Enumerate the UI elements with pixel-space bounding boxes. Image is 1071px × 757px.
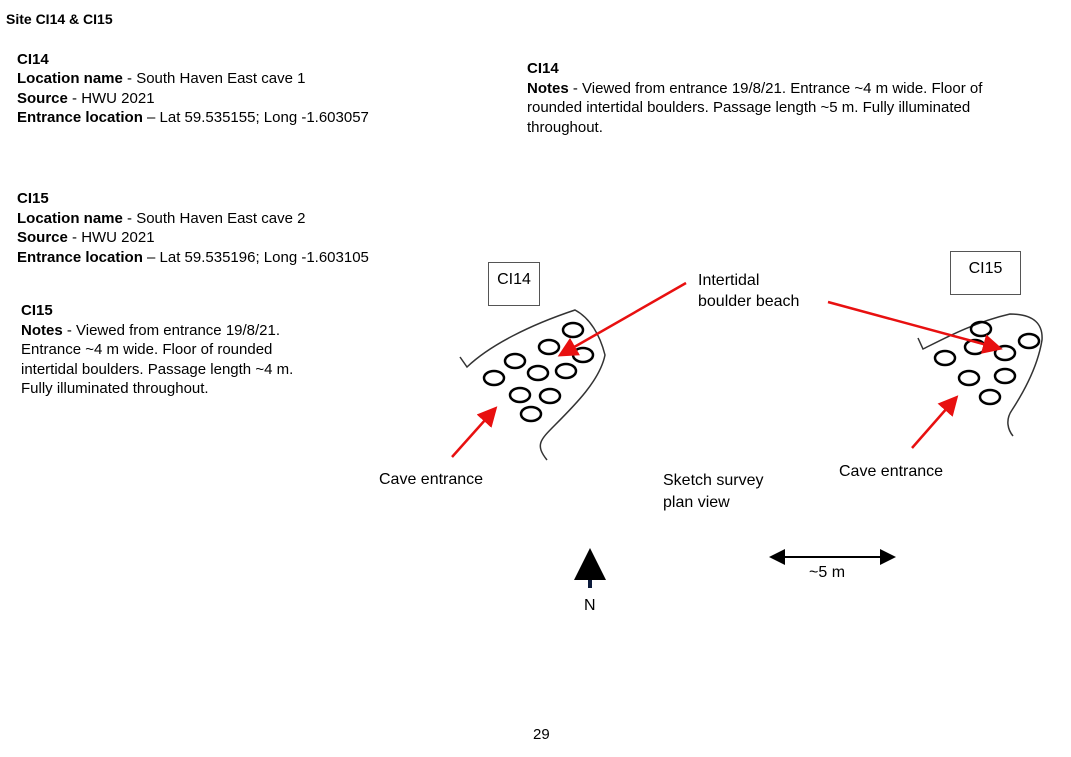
- label: Notes: [21, 322, 63, 339]
- label: Source: [17, 229, 68, 246]
- ci14-cave-outline: [459, 309, 606, 461]
- scale-label: ~5 m: [809, 564, 846, 581]
- ci14-boulder-arrow: [557, 281, 687, 357]
- label: Location name: [17, 70, 123, 87]
- label: Entrance location: [17, 109, 143, 126]
- ci15-entrance: Entrance location – Lat 59.535196; Long …: [17, 248, 369, 268]
- value: - HWU 2021: [67, 90, 155, 107]
- value: - South Haven East cave 1: [122, 70, 306, 87]
- ci14-location: Location name - South Haven East cave 1: [17, 69, 305, 89]
- page-title: Site CI14 & CI15: [6, 11, 113, 27]
- ci15-heading: CI15: [17, 190, 49, 207]
- ci14-label-box: CI14: [488, 262, 540, 306]
- value: - South Haven East cave 2: [122, 210, 306, 227]
- sketch-caption: plan view: [663, 494, 730, 511]
- boulder-beach-label: Intertidal: [698, 272, 760, 289]
- ci14-boulders: [482, 321, 595, 423]
- value: – Lat 59.535155; Long -1.603057: [142, 109, 369, 126]
- ci14-entrance-label: Cave entrance: [379, 471, 484, 488]
- notes-line: rounded intertidal boulders. Passage len…: [527, 99, 971, 116]
- notes-line: intertidal boulders. Passage length ~4 m…: [21, 361, 294, 378]
- sketch-caption: Sketch survey: [663, 472, 764, 489]
- ci15-cave-outline: [917, 313, 1043, 437]
- ci14-source: Source - HWU 2021: [17, 89, 155, 109]
- label: Location name: [17, 210, 123, 227]
- ci15-entrance-label: Cave entrance: [839, 463, 944, 480]
- ci15-location: Location name - South Haven East cave 2: [17, 209, 305, 229]
- label: Entrance location: [17, 249, 143, 266]
- ci14-entrance-arrow: [451, 406, 498, 458]
- value: – Lat 59.535196; Long -1.603105: [142, 249, 369, 266]
- ci15-label-box: CI15: [950, 251, 1021, 295]
- ci14-entrance: Entrance location – Lat 59.535155; Long …: [17, 108, 369, 128]
- value: - Viewed from entrance 19/8/21.: [62, 322, 281, 339]
- value: - Viewed from entrance 19/8/21. Entrance…: [568, 80, 983, 97]
- notes-line: Notes - Viewed from entrance 19/8/21.: [21, 321, 280, 341]
- notes-line: Fully illuminated throughout.: [21, 380, 209, 397]
- boulder-beach-label: boulder beach: [698, 293, 800, 310]
- ci15-notes-heading: CI15: [21, 302, 53, 319]
- ci14-heading: CI14: [17, 51, 49, 68]
- notes-line: Notes - Viewed from entrance 19/8/21. En…: [527, 79, 982, 99]
- notes-line: Entrance ~4 m wide. Floor of rounded: [21, 341, 273, 358]
- ci15-boulder-arrow: [827, 300, 1003, 354]
- north-label: N: [584, 597, 596, 614]
- page-number: 29: [533, 726, 550, 743]
- label: Source: [17, 90, 68, 107]
- label: Notes: [527, 80, 569, 97]
- notes-line: throughout.: [527, 119, 603, 136]
- ci14-notes-heading: CI14: [527, 60, 559, 77]
- ci15-entrance-arrow: [911, 395, 959, 449]
- value: - HWU 2021: [67, 229, 155, 246]
- ci15-source: Source - HWU 2021: [17, 228, 155, 248]
